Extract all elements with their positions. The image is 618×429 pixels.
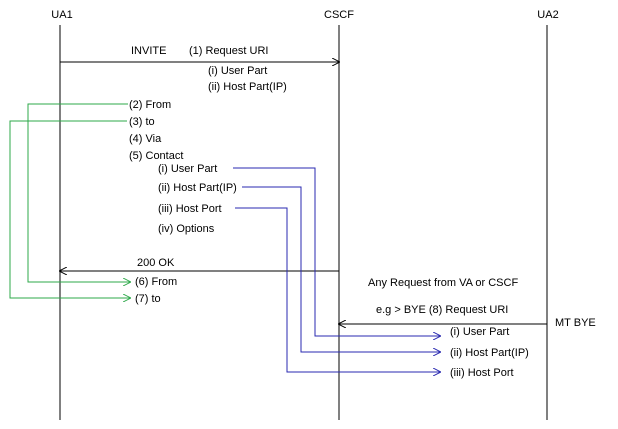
invite-label: INVITE	[131, 45, 166, 57]
header-to: (3) to	[129, 116, 155, 128]
header-from: (2) From	[129, 99, 171, 111]
contact-host-part: (ii) Host Part(IP)	[158, 182, 237, 194]
user-part-link-connector	[233, 167, 440, 336]
mt-bye-label: MT BYE	[555, 317, 596, 329]
header-contact: (5) Contact	[129, 150, 183, 162]
contact-options: (iv) Options	[158, 223, 215, 235]
to-link-connector	[9, 120, 130, 298]
from-link-connector	[27, 103, 130, 282]
ok-label: 200 OK	[137, 257, 175, 269]
participant-cscf: CSCF	[324, 9, 354, 21]
bye-request-uri-label: e.g > BYE (8) Request URI	[376, 304, 508, 316]
invite-host-part: (ii) Host Part(IP)	[208, 81, 287, 93]
response-from: (6) From	[135, 276, 177, 288]
participant-ua1: UA1	[51, 9, 72, 21]
contact-user-part: (i) User Part	[158, 163, 217, 175]
invite-user-part: (i) User Part	[208, 65, 267, 77]
mt-host-part: (ii) Host Part(IP)	[450, 347, 529, 359]
header-via: (4) Via	[129, 133, 162, 145]
mt-user-part: (i) User Part	[450, 326, 509, 338]
response-to: (7) to	[135, 293, 161, 305]
host-port-link-connector	[235, 207, 440, 372]
mt-host-port: (iii) Host Port	[450, 367, 514, 379]
participant-ua2: UA2	[537, 9, 558, 21]
any-request-note: Any Request from VA or CSCF	[368, 277, 518, 289]
host-part-link-connector	[242, 186, 440, 352]
contact-host-port: (iii) Host Port	[158, 203, 222, 215]
request-uri-label: (1) Request URI	[189, 45, 268, 57]
